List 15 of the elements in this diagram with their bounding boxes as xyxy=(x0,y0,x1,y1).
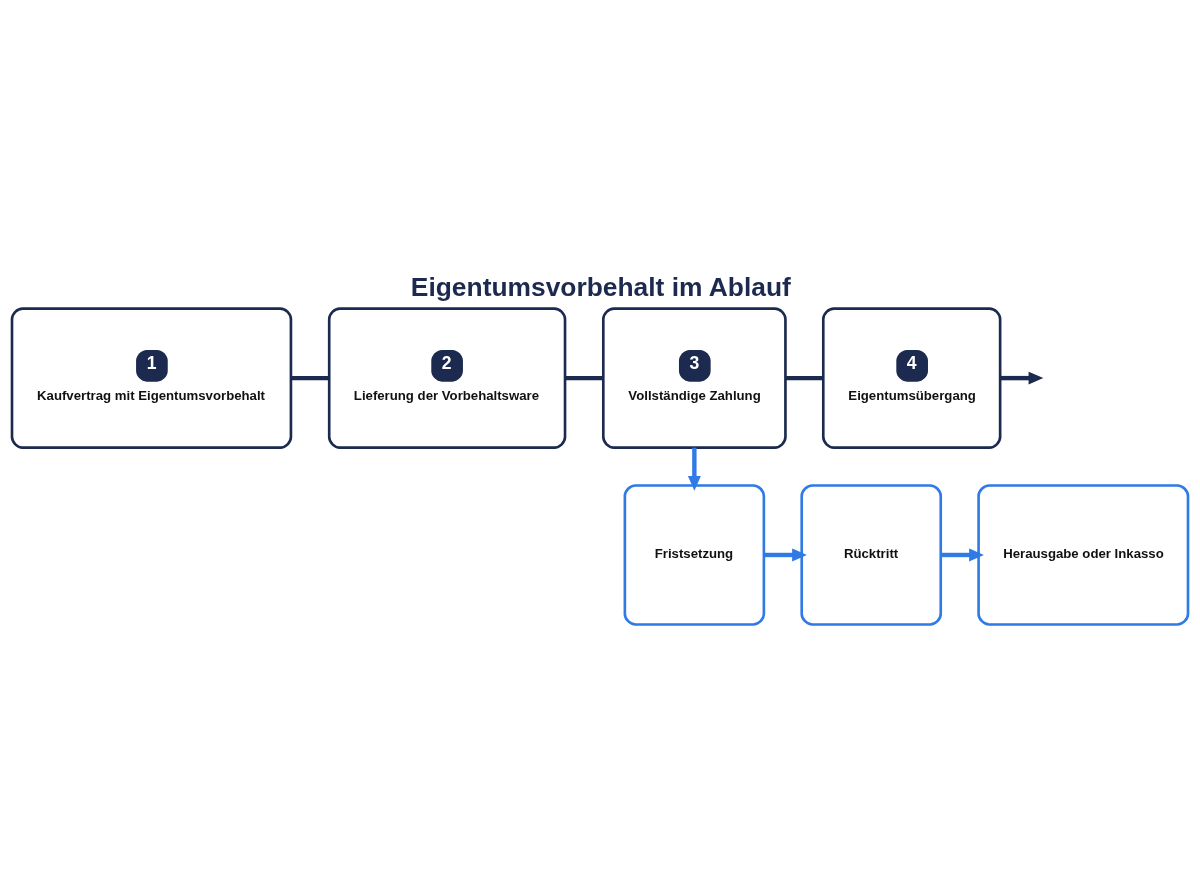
arrow xyxy=(1000,371,1044,385)
node-box: 4 Eigentumsübergang xyxy=(821,306,1002,449)
node-box: Rücktritt xyxy=(800,483,943,626)
node-box: Herausgabe oder Inkasso xyxy=(977,483,1190,626)
connector xyxy=(291,375,329,380)
node-box: Fristsetzung xyxy=(623,483,766,626)
arrow xyxy=(687,447,701,491)
connector xyxy=(565,375,604,380)
arrow xyxy=(940,548,984,561)
arrow xyxy=(764,548,807,561)
node-box: 3 Vollständige Zahlung xyxy=(601,306,787,449)
connector xyxy=(785,375,824,380)
diagram-title: Eigentumsvorbehalt im Ablauf xyxy=(410,271,791,302)
node-box: 1 Kaufvertrag mit Eigentumsvorbehalt xyxy=(10,306,293,449)
node-box: 2 Lieferung der Vorbehaltsware xyxy=(327,306,567,449)
